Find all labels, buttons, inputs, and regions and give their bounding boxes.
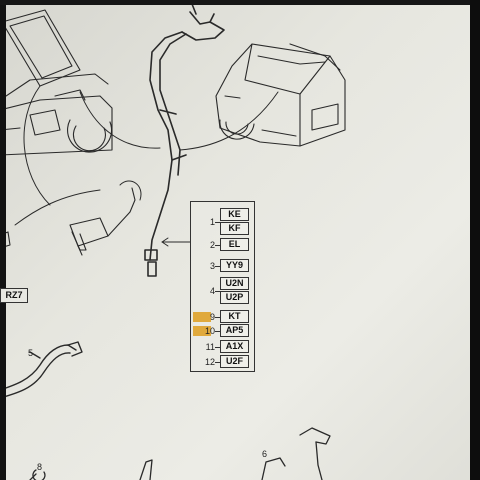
small-parts-illustration <box>29 427 331 480</box>
leader-lines <box>14 85 279 247</box>
option-code-cell: EL <box>220 238 249 251</box>
row-leader <box>215 347 220 348</box>
option-code-cell: U2P <box>220 291 249 304</box>
table-row: 9 KT <box>191 310 253 324</box>
row-number: 10 <box>204 326 215 336</box>
row-number: 4 <box>209 286 215 296</box>
row-leader <box>215 331 220 332</box>
row-leader <box>215 317 220 318</box>
option-code-cell: KE <box>220 208 249 221</box>
option-code-cell: AP5 <box>220 324 249 337</box>
photo-border-right <box>470 0 480 480</box>
row-leader <box>215 291 220 292</box>
table-row: 3 YY9 <box>191 259 253 273</box>
highlight-marker <box>193 326 211 336</box>
table-row: 12 U2F <box>191 355 253 369</box>
option-code-cell: A1X <box>220 340 249 353</box>
row-number: 11 <box>205 342 215 352</box>
photo-border-top <box>0 0 480 5</box>
row-number: 3 <box>209 261 215 271</box>
car-rear-open-tailgate-illustration <box>0 9 113 156</box>
table-row: 2 EL <box>191 238 253 252</box>
photo-border-left <box>0 0 6 480</box>
row-number: 12 <box>204 357 215 367</box>
callout-number-8: 8 <box>37 462 43 472</box>
row-leader <box>215 222 220 223</box>
option-code-table: 1 KE KF 2 EL 3 YY9 4 U2N U2P 9 KT 10 AP5… <box>190 201 255 372</box>
row-leader <box>215 362 220 363</box>
option-code-cell: KT <box>220 310 249 323</box>
cable-part-5-illustration <box>0 341 83 399</box>
table-row: 11 A1X <box>191 340 253 354</box>
option-code-cell: U2F <box>220 355 249 368</box>
option-code-cell: YY9 <box>220 259 249 272</box>
table-row: 4 U2N U2P <box>191 277 253 304</box>
option-code-cell: U2N <box>220 277 249 290</box>
car-rear-view-illustration <box>215 43 346 147</box>
callout-number-5: 5 <box>28 348 34 358</box>
rz7-code-box: RZ7 <box>0 288 28 303</box>
highlight-marker <box>193 312 211 322</box>
row-leader <box>215 245 220 246</box>
table-row: 10 AP5 <box>191 324 253 338</box>
row-number: 9 <box>209 312 215 322</box>
row-leader <box>215 266 220 267</box>
table-row: 1 KE KF <box>191 208 253 235</box>
row-number: 2 <box>209 240 215 250</box>
option-code-cell: KF <box>220 222 249 235</box>
row-number: 1 <box>209 217 215 227</box>
callout-number-6: 6 <box>262 449 268 459</box>
